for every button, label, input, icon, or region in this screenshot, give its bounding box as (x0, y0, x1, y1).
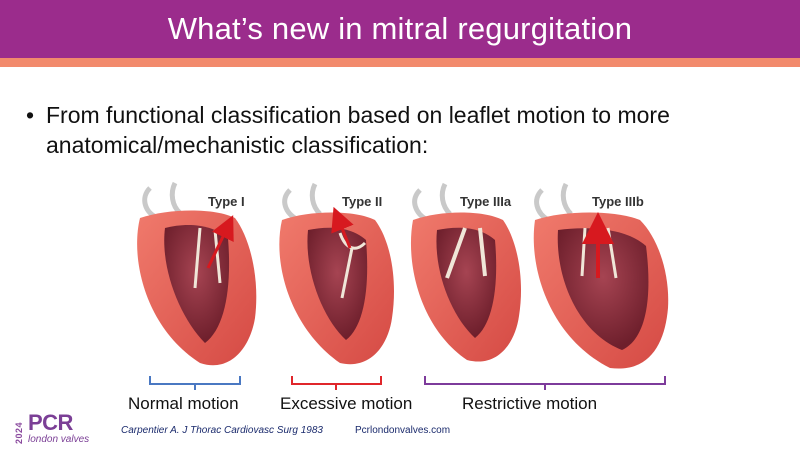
bullet-marker: • (26, 102, 35, 128)
regurgitant-jet-arrow (331, 206, 354, 249)
ventricle-cavity (307, 227, 368, 340)
accent-stripe (0, 58, 800, 67)
pcr-logo-subtitle: london valves (28, 434, 90, 445)
bullet-text: From functional classification based on … (46, 102, 670, 158)
heart-label-type-1: Type I (208, 194, 245, 209)
bracket-restrictive (424, 376, 666, 390)
slide-title: What’s new in mitral regurgitation (167, 11, 633, 46)
heart-type-3a: Type IIIa (410, 182, 522, 362)
label-excessive-motion: Excessive motion (280, 394, 413, 413)
mitral-regurgitation-figure: Type I Type II Type IIIa Type IIIb (137, 181, 669, 369)
bracket-normal (149, 376, 241, 390)
heart-label-type-2: Type II (342, 194, 382, 209)
heart-label-type-3b: Type IIIb (592, 194, 644, 209)
citation: Carpentier A. J Thorac Cardiovasc Surg 1… (121, 425, 323, 436)
heart-type-2: Type II (279, 182, 395, 365)
bullet-point: • From functional classification based o… (26, 100, 766, 160)
logo-year-text: 2024 (14, 421, 24, 444)
label-restrictive-motion: Restrictive motion (462, 394, 598, 413)
heart-type-1: Type I (137, 181, 257, 366)
restricted-leaflet (445, 227, 487, 279)
heart-type-3b: Type IIIb (533, 182, 669, 369)
label-normal-motion: Normal motion (128, 394, 239, 413)
ventricle-cavity (557, 228, 649, 350)
title-bar: What’s new in mitral regurgitation (0, 0, 800, 58)
bracket-excessive (291, 376, 382, 390)
logo-year: 2024 (14, 414, 26, 446)
heart-label-type-3a: Type IIIa (460, 194, 512, 209)
pcr-logo: PCR (28, 410, 73, 435)
regurgitant-jet-arrow (206, 215, 234, 269)
motion-brackets (149, 376, 666, 390)
website-link[interactable]: Pcrlondonvalves.com (355, 425, 451, 436)
